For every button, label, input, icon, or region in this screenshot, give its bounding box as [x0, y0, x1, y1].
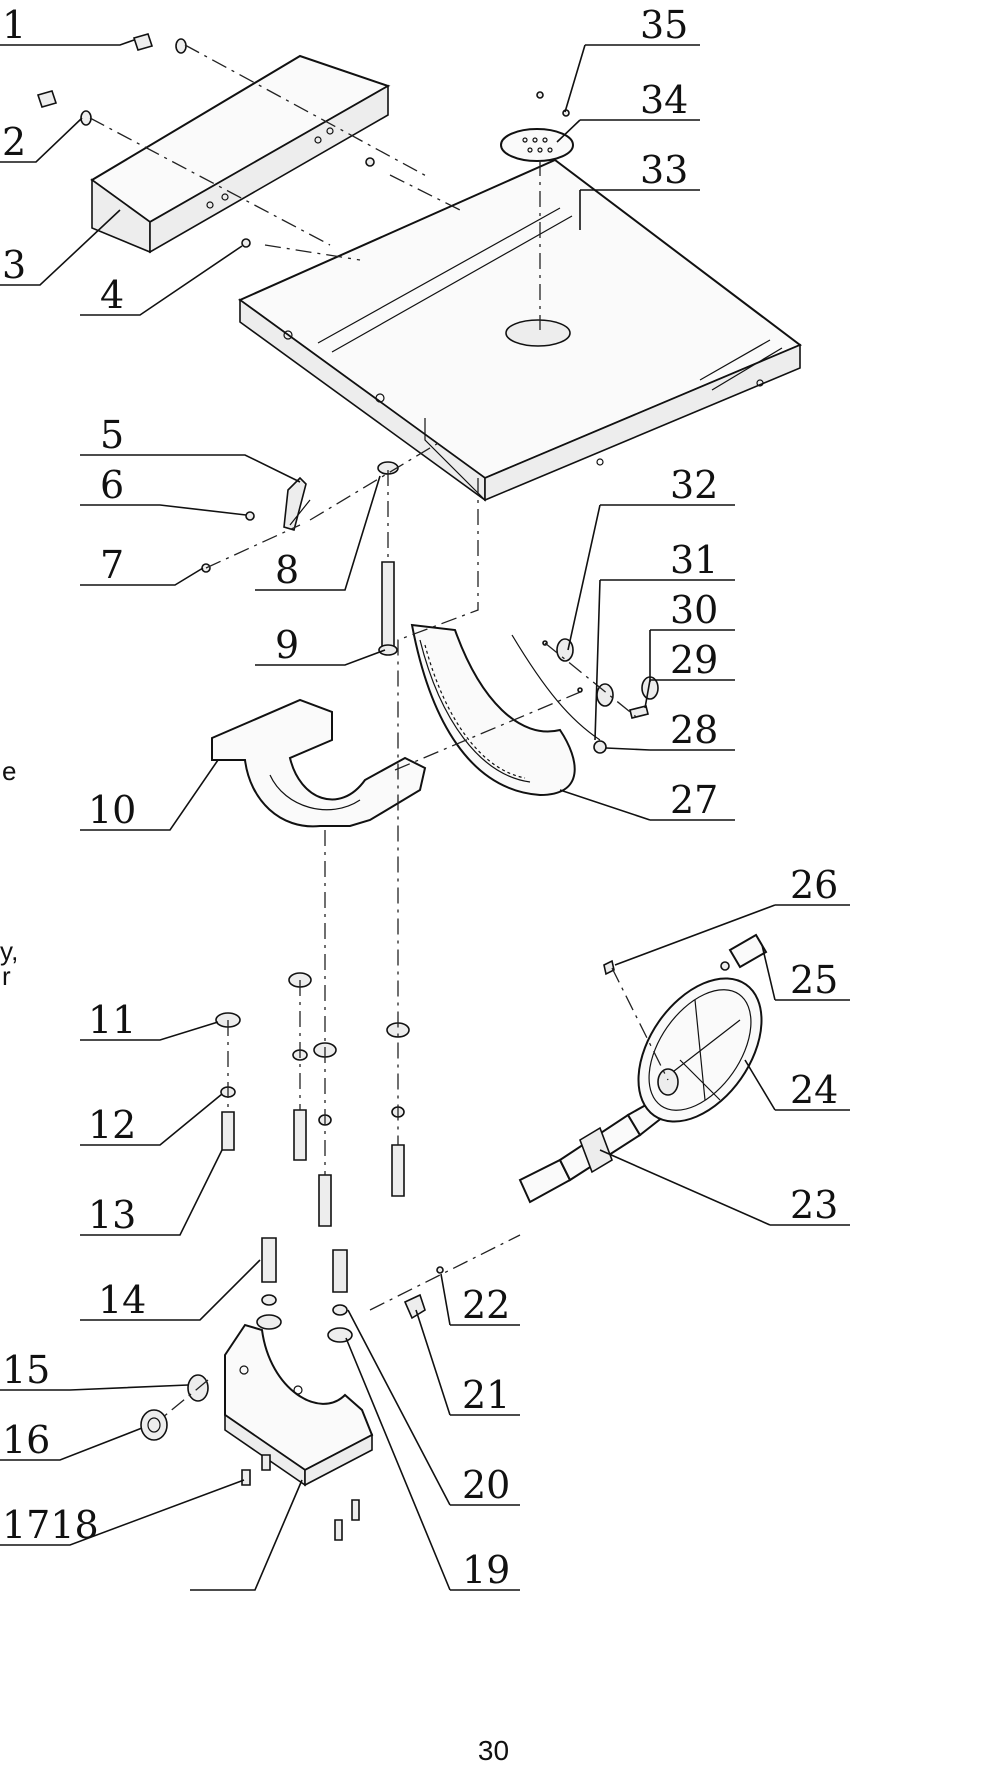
- callout-20: 20: [462, 1463, 510, 1507]
- callout-labels: 1 2 3 4 5 6 7 8 9 10 11 12 13 14 15 16 1…: [2, 3, 838, 1592]
- cropped-text-2: y,: [0, 936, 18, 966]
- callout-22: 22: [462, 1283, 510, 1327]
- callout-24: 24: [790, 1068, 838, 1112]
- shaft-23: [518, 1095, 670, 1204]
- callout-12: 12: [88, 1103, 136, 1147]
- callout-3: 3: [2, 243, 26, 287]
- handle-25-26: [603, 933, 768, 976]
- callout-32: 32: [670, 463, 718, 507]
- mounting-hardware-11-13: [215, 972, 410, 1227]
- screws-1-2-4: [36, 33, 375, 248]
- callout-6: 6: [100, 463, 124, 507]
- callout-14: 14: [98, 1278, 146, 1322]
- bolts-14-19-20: [256, 1237, 353, 1343]
- extension-bar-3: [90, 54, 391, 254]
- lock-lever-5: [201, 476, 311, 573]
- callout-10: 10: [88, 788, 136, 832]
- callout-30: 30: [670, 588, 718, 632]
- callout-21: 21: [462, 1373, 510, 1417]
- callout-8: 8: [275, 548, 299, 592]
- bolt-8-9: [377, 461, 399, 656]
- trunnion-bracket-10: [211, 698, 427, 828]
- handwheel-24: [637, 977, 763, 1123]
- callout-19: 19: [462, 1548, 510, 1592]
- callout-28: 28: [670, 708, 718, 752]
- callout-29: 29: [670, 638, 718, 682]
- hardware-28-32: [511, 634, 659, 754]
- callout-15: 15: [2, 1348, 50, 1392]
- page-number: 30: [477, 1735, 510, 1766]
- callout-7: 7: [100, 543, 124, 587]
- callout-9: 9: [275, 623, 299, 667]
- callout-5: 5: [100, 413, 124, 457]
- trunnion-base: [224, 1323, 374, 1487]
- callout-25: 25: [790, 958, 838, 1002]
- callout-34: 34: [640, 78, 688, 122]
- callout-13: 13: [88, 1193, 136, 1237]
- callout-27: 27: [670, 778, 718, 822]
- leader-lines: [0, 39, 850, 1591]
- insert-plate-34: [500, 91, 574, 162]
- callout-26: 26: [790, 863, 838, 907]
- callout-35: 35: [640, 3, 688, 47]
- callout-16: 16: [2, 1418, 50, 1462]
- callout-4: 4: [100, 273, 124, 317]
- callout-2: 2: [2, 120, 26, 164]
- table-top-33: [238, 158, 802, 502]
- bracket-21-22: [403, 1266, 444, 1320]
- callout-1718: 1718: [2, 1503, 99, 1547]
- callout-33: 33: [640, 148, 688, 192]
- callout-23: 23: [790, 1183, 838, 1227]
- callout-11: 11: [88, 998, 136, 1042]
- pins-17-18: [241, 1454, 360, 1541]
- callout-1: 1: [2, 3, 26, 47]
- assembly-axes: [89, 44, 669, 1419]
- cropped-side-text: e y, r: [0, 756, 18, 991]
- cropped-text-3: r: [2, 961, 11, 991]
- trunnion-gear-27: [410, 623, 576, 797]
- cropped-text-1: e: [2, 756, 16, 786]
- callout-31: 31: [670, 538, 718, 582]
